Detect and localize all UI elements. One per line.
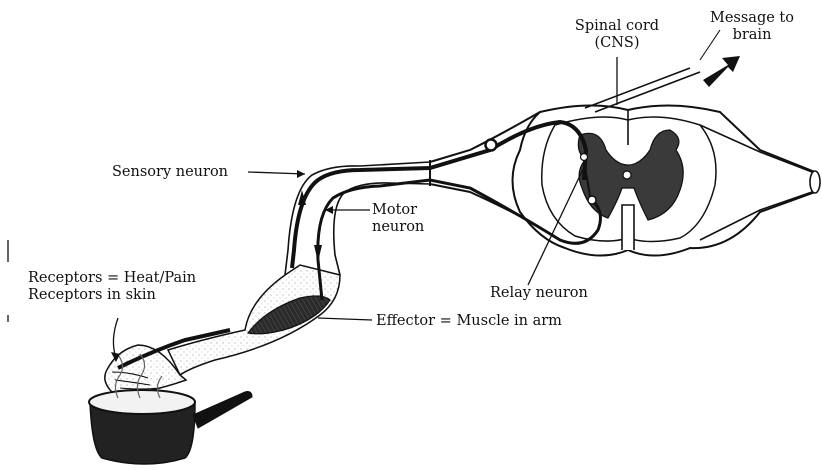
- pan-rim: [89, 390, 195, 414]
- relay-neuron-dot-upper: [581, 154, 588, 161]
- message-label-line2: brain: [697, 27, 807, 44]
- receptors-label-line1: Receptors = Heat/Pain: [28, 270, 196, 287]
- receptors-label-line2: Receptors in skin: [28, 287, 196, 304]
- leader-effector: [318, 318, 372, 320]
- motor-direction-arrow: [314, 245, 322, 262]
- right-root-end: [810, 171, 820, 193]
- central-canal: [623, 171, 631, 179]
- sensory-neuron-label: Sensory neuron: [112, 164, 228, 181]
- leader-sensory-arrow: [297, 170, 305, 178]
- spinal-cord-label-line2: (CNS): [562, 35, 672, 52]
- effector-label: Effector = Muscle in arm: [376, 313, 562, 330]
- leader-receptors: [113, 318, 118, 358]
- motor-label-line1: Motor: [372, 202, 424, 219]
- message-label-line1: Message to: [697, 10, 807, 27]
- ventral-median-fissure: [622, 205, 634, 250]
- pan-handle: [193, 392, 252, 428]
- message-to-brain-label: Message to brain: [697, 10, 807, 44]
- motor-label-line2: neuron: [372, 219, 424, 236]
- leader-sensory: [248, 172, 305, 174]
- spinal-cord-label: Spinal cord (CNS): [562, 18, 672, 52]
- relay-neuron-dot-lower: [588, 196, 596, 204]
- spinal-cord-label-line1: Spinal cord: [562, 18, 672, 35]
- motor-neuron-label: Motor neuron: [372, 202, 424, 236]
- relay-neuron-label: Relay neuron: [490, 285, 588, 302]
- receptors-label: Receptors = Heat/Pain Receptors in skin: [28, 270, 196, 304]
- message-arrow: [703, 56, 740, 87]
- sensory-cell-body: [486, 140, 497, 151]
